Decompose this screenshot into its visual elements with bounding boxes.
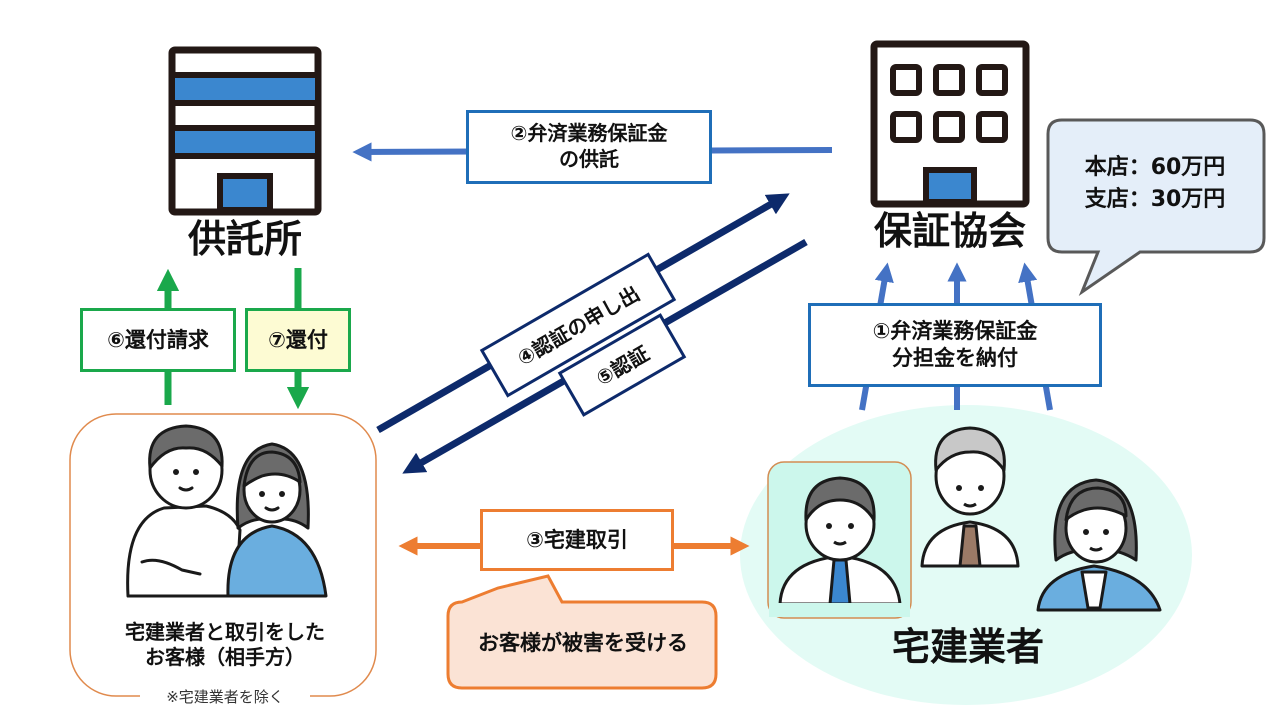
contribution-bubble bbox=[1046, 118, 1266, 297]
agents-label: 宅建業者 bbox=[891, 625, 1044, 669]
step2-box: ②弁済業務保証金 の供託 bbox=[466, 110, 712, 184]
contribution-head-office: 本店：60万円 bbox=[1084, 155, 1226, 180]
couple-people-icon bbox=[126, 424, 328, 598]
association-label: 保証協会 bbox=[873, 209, 1026, 253]
step1-line1: ①弁済業務保証金 bbox=[872, 319, 1038, 344]
office-building-icon bbox=[870, 40, 1030, 208]
step2-line1: ②弁済業務保証金 bbox=[510, 121, 668, 146]
step6-label: ⑥還付請求 bbox=[107, 327, 209, 352]
customer-label-line2: お客様（相手方） bbox=[145, 645, 305, 669]
step3-box: ③宅建取引 bbox=[480, 509, 674, 571]
contribution-branch-office: 支店：30万円 bbox=[1084, 186, 1226, 212]
deposit-office-label: 供託所 bbox=[187, 217, 302, 261]
agent-woman-icon bbox=[1036, 478, 1162, 612]
step1-box: ①弁済業務保証金 分担金を納付 bbox=[808, 303, 1102, 387]
agent-highlighted-icon bbox=[767, 461, 912, 619]
step6-box: ⑥還付請求 bbox=[80, 308, 236, 372]
damage-text: お客様が被害を受ける bbox=[478, 631, 688, 655]
step1-line2: 分担金を納付 bbox=[892, 346, 1018, 370]
step2-line2: の供託 bbox=[559, 147, 619, 171]
step7-label: ⑦還付 bbox=[268, 327, 328, 352]
contribution-text: 本店：60万円 支店：30万円 bbox=[1052, 152, 1258, 216]
damage-callout bbox=[446, 574, 718, 690]
step5-box: ⑤認証 bbox=[557, 313, 687, 417]
step7-box: ⑦還付 bbox=[245, 308, 351, 372]
customer-note: ※宅建業者を除く bbox=[166, 688, 284, 706]
customer-label-line1: 宅建業者と取引をした bbox=[125, 620, 325, 644]
customer-label: 宅建業者と取引をした お客様（相手方） bbox=[80, 620, 370, 670]
government-building-icon bbox=[168, 46, 322, 216]
step3-label: ③宅建取引 bbox=[526, 527, 628, 552]
agent-senior-icon bbox=[920, 426, 1020, 568]
